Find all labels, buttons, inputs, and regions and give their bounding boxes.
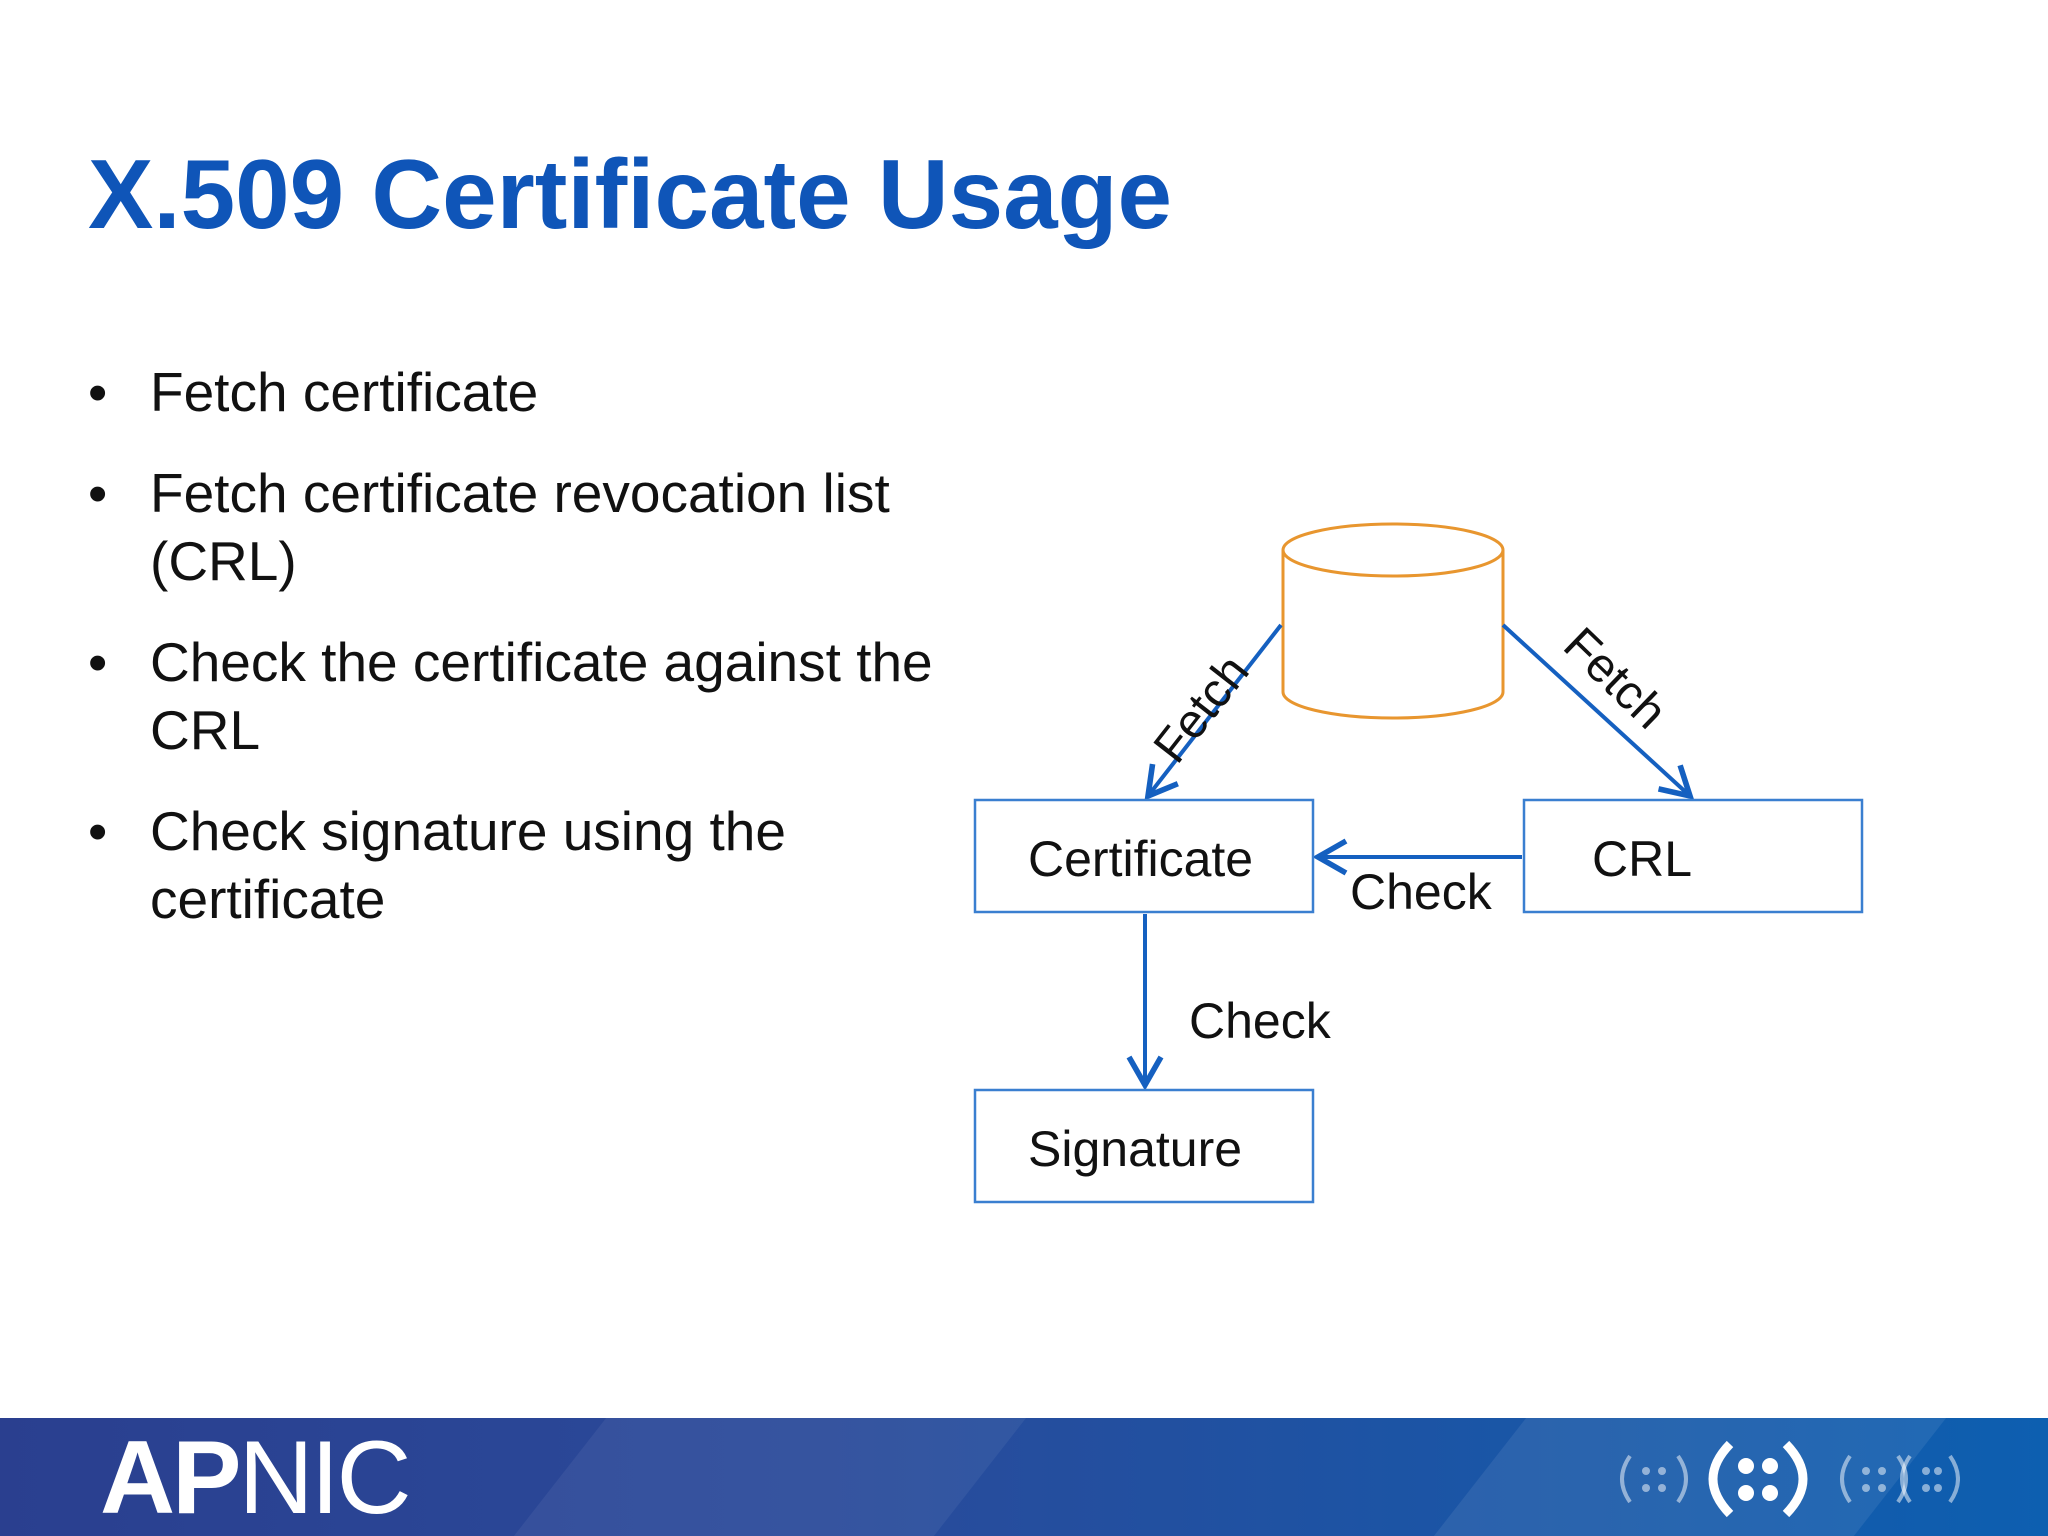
- fetch-left-arrow: [1144, 623, 1283, 801]
- certificate-label: Certificate: [1028, 831, 1253, 887]
- bullet-item: • Fetch certificate: [88, 358, 988, 426]
- bullet-item: • Fetch certificate revocation list (CRL…: [88, 459, 988, 595]
- bullet-list: • Fetch certificate • Fetch certificate …: [88, 358, 988, 966]
- logo-text-regular: NIC: [238, 1420, 411, 1536]
- bullet-marker: •: [88, 361, 108, 423]
- bullet-item: • Check the certificate against the CRL: [88, 628, 988, 764]
- footer-stripe: [513, 1418, 1027, 1536]
- check-crl-label: Check: [1350, 864, 1493, 920]
- bullet-marker: •: [88, 462, 108, 524]
- crl-box: [1522, 798, 1864, 914]
- footer-bar: APNIC: [0, 1418, 2048, 1536]
- slide-title: X.509 Certificate Usage: [88, 139, 1172, 249]
- bullet-text-continued: (CRL): [150, 530, 297, 592]
- bullet-text: Fetch certificate revocation list: [150, 462, 890, 524]
- certificate-box: [973, 798, 1315, 914]
- signature-box: [973, 1088, 1315, 1204]
- bullet-marker: •: [88, 800, 108, 862]
- bullet-text: Fetch certificate: [150, 361, 539, 423]
- bullet-text-continued: certificate: [150, 868, 386, 930]
- apnic-logo: APNIC: [100, 1426, 412, 1530]
- fetch-left-label: Fetch: [1144, 646, 1260, 773]
- bullet-text-continued: CRL: [150, 699, 261, 761]
- bullet-marker: •: [88, 631, 108, 693]
- apnic-pattern-icon: [1600, 1436, 1960, 1536]
- crl-label: CRL: [1592, 831, 1692, 887]
- bullet-text: Check the certificate against the: [150, 631, 933, 693]
- fetch-right-arrow: [1501, 623, 1695, 800]
- certificate-diagram: Certificate CRL Signature Fetch Fetch Ch…: [973, 522, 1864, 1204]
- logo-text-bold: AP: [100, 1420, 241, 1536]
- bullet-item: • Check signature using the certificate: [88, 797, 988, 933]
- database-icon: [1281, 522, 1505, 720]
- signature-label: Signature: [1028, 1121, 1242, 1177]
- bullet-text: Check signature using the: [150, 800, 786, 862]
- check-signature-label: Check: [1189, 993, 1332, 1049]
- fetch-right-label: Fetch: [1553, 618, 1676, 740]
